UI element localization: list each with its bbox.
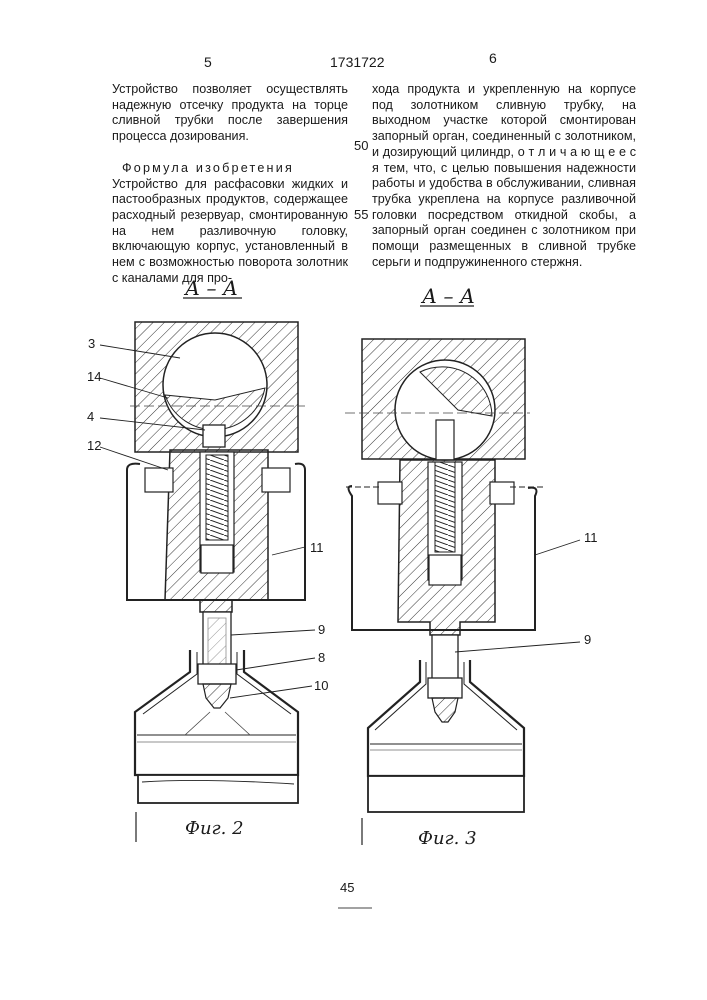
fig3-label-9: 9: [584, 632, 591, 647]
fig3-caption: Фиг. 3: [418, 828, 477, 849]
fig2-label-3: 3: [88, 336, 95, 351]
fig2-section-label: А – А: [185, 276, 238, 300]
footer-page-number: 45: [340, 880, 354, 895]
fig2-label-12: 12: [87, 438, 101, 453]
figure-2-drawing: [100, 298, 315, 842]
fig2-label-11: 11: [310, 540, 324, 555]
fig2-label-4: 4: [87, 409, 94, 424]
fig3-label-11: 11: [584, 530, 598, 545]
fig3-section-label: А – А: [422, 284, 475, 308]
fig2-label-14: 14: [87, 369, 101, 384]
figure-3-drawing: [345, 306, 580, 845]
fig2-label-10: 10: [314, 678, 328, 693]
fig2-caption: Фиг. 2: [185, 818, 244, 839]
fig2-label-8: 8: [318, 650, 325, 665]
fig2-label-9: 9: [318, 622, 325, 637]
